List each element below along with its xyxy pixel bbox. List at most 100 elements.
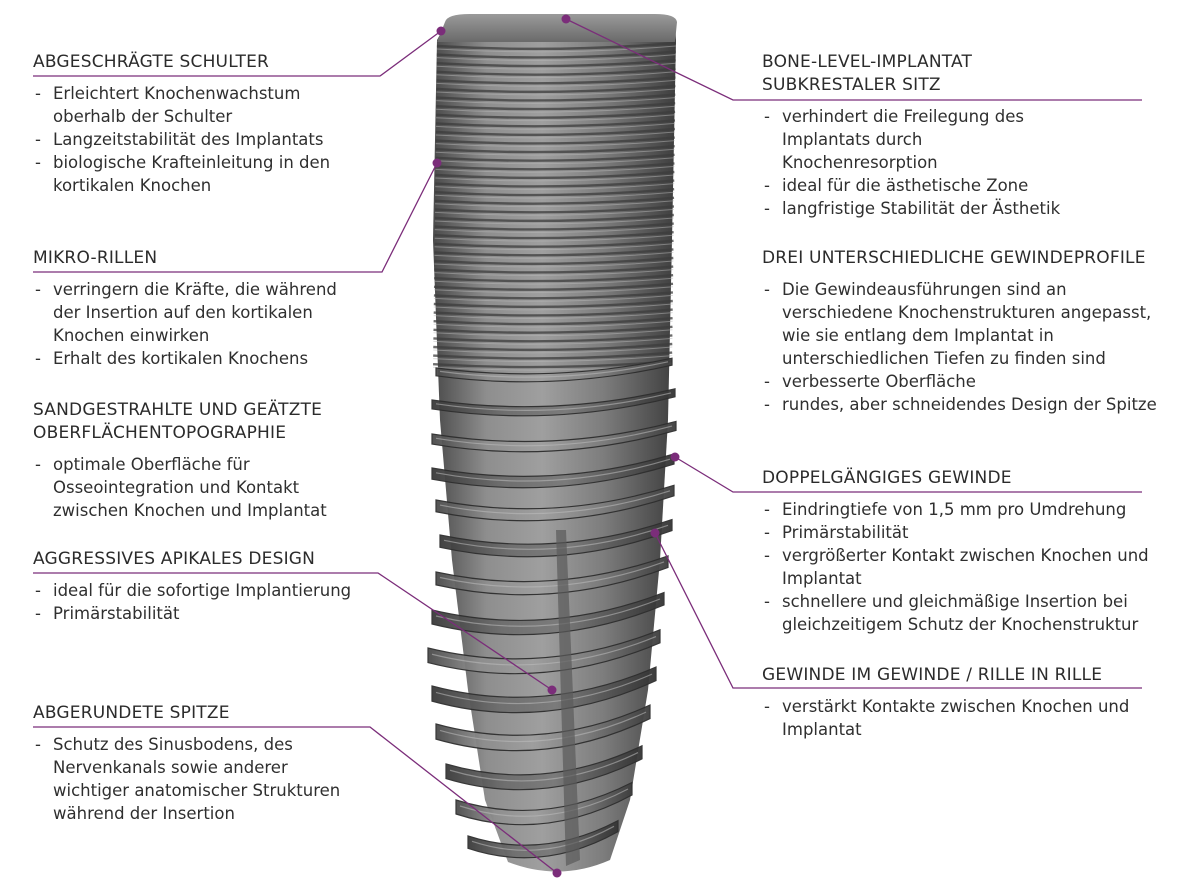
micro-groove-highlight	[433, 329, 673, 337]
callout-heading: DOPPELGÄNGIGES GEWINDE	[762, 468, 1012, 488]
micro-groove-highlight	[435, 191, 675, 199]
thread-highlight	[439, 561, 665, 588]
micro-groove-highlight	[435, 148, 675, 156]
list-item: Schutz des Sinusbodens, des Nervenkanals…	[33, 733, 353, 825]
micro-groove	[436, 76, 676, 85]
micro-groove-highlight	[434, 277, 674, 285]
micro-groove	[434, 248, 674, 257]
micro-groove-highlight	[436, 54, 676, 61]
callout-abgerundete-spitze: ABGERUNDETE SPITZE Schutz des Sinusboden…	[33, 702, 353, 825]
implant-body	[427, 14, 677, 872]
callout-heading: BONE-LEVEL-IMPLANTAT SUBKRESTALER SITZ	[762, 52, 973, 95]
leader-dot	[552, 868, 562, 878]
micro-groove-highlight	[436, 114, 676, 122]
leader-line	[33, 572, 553, 691]
thread-highlight	[471, 825, 615, 851]
micro-groove-highlight	[435, 122, 676, 130]
micro-groove-highlight	[435, 165, 675, 173]
callout-list: optimale Oberfläche für Osseointegration…	[33, 453, 353, 522]
micro-groove-highlight	[433, 337, 673, 345]
leader-line	[565, 18, 1142, 101]
leader-dot	[650, 528, 660, 538]
micro-groove-highlight	[433, 320, 673, 328]
micro-grooves	[432, 41, 677, 371]
micro-groove-highlight	[433, 346, 673, 354]
callout-abgeschraegte-schulter: ABGESCHRÄGTE SCHULTER Erleichtert Knoche…	[33, 51, 373, 197]
thread-highlight	[435, 425, 673, 447]
thread-flank	[431, 666, 657, 714]
micro-groove	[433, 351, 673, 360]
micro-groove-highlight	[434, 226, 674, 233]
callout-list: Die Gewindeausführungen sind an verschie…	[762, 278, 1162, 416]
list-item: vergrößerter Kontakt zwischen Knochen un…	[762, 544, 1162, 590]
micro-groove-highlight	[434, 234, 674, 242]
micro-groove-highlight	[433, 312, 673, 319]
micro-groove	[433, 325, 673, 334]
list-item: Die Gewindeausführungen sind an verschie…	[762, 278, 1162, 370]
list-item: Primärstabilität	[33, 602, 353, 625]
callout-aggressives-apikales-design: AGGRESSIVES APIKALES DESIGN ideal für di…	[33, 548, 353, 625]
micro-groove	[434, 239, 674, 248]
micro-groove	[435, 170, 675, 180]
list-item: rundes, aber schneidendes Design der Spi…	[762, 393, 1162, 416]
micro-groove-highlight	[433, 286, 674, 294]
list-item: Primärstabilität	[762, 521, 1162, 544]
list-item: verhindert die Freilegung des Implantats…	[762, 105, 1062, 174]
callout-list: Eindringtiefe von 1,5 mm pro Umdrehung P…	[762, 498, 1162, 636]
micro-groove	[434, 213, 674, 223]
thread-highlight	[431, 636, 657, 666]
leader-dot	[547, 685, 557, 695]
list-item: Erleichtert Knochenwachstum oberhalb der…	[33, 82, 373, 128]
callout-oberflaechentopographie: SANDGESTRAHLTE UND GEÄTZTE OBERFLÄCHENTO…	[33, 399, 353, 522]
micro-groove-highlight	[435, 200, 675, 208]
thread-highlight	[439, 490, 671, 515]
list-item: verbesserte Oberfläche	[762, 370, 1162, 393]
callout-drei-gewindeprofile: DREI UNTERSCHIEDLICHE GEWINDEPROFILE Die…	[762, 247, 1162, 416]
callout-list: verhindert die Freilegung des Implantats…	[762, 105, 1062, 220]
micro-groove-highlight	[434, 217, 674, 225]
callout-list: Schutz des Sinusbodens, des Nervenkanals…	[33, 733, 353, 825]
callout-heading: DREI UNTERSCHIEDLICHE GEWINDEPROFILE	[762, 248, 1146, 268]
micro-groove-highlight	[436, 79, 676, 87]
micro-groove	[435, 119, 676, 128]
micro-groove-highlight	[434, 269, 674, 276]
micro-groove	[433, 334, 673, 343]
micro-groove	[435, 188, 675, 197]
list-item: schnellere und gleichmäßige Insertion be…	[762, 590, 1162, 636]
micro-groove-highlight	[434, 208, 674, 216]
thread-highlight	[435, 392, 672, 412]
leader-lines	[33, 14, 1142, 878]
implant-shoulder	[437, 14, 677, 42]
thread-highlight	[435, 458, 671, 482]
thread-flank	[431, 591, 665, 636]
thread-flank	[435, 484, 675, 522]
callout-heading: SANDGESTRAHLTE UND GEÄTZTE OBERFLÄCHENTO…	[33, 400, 323, 443]
micro-groove	[434, 222, 674, 231]
micro-groove	[435, 136, 675, 145]
micro-groove	[436, 84, 676, 94]
micro-groove-highlight	[436, 88, 676, 96]
list-item: optimale Oberfläche für Osseointegration…	[33, 453, 353, 522]
micro-groove	[435, 145, 675, 154]
micro-groove	[435, 162, 675, 171]
callout-heading: ABGESCHRÄGTE SCHULTER	[33, 52, 270, 72]
list-item: ideal für die sofortige Implantierung	[33, 579, 353, 602]
callout-list: ideal für die sofortige Implantierung Pr…	[33, 579, 353, 625]
callout-heading: MIKRO-RILLEN	[33, 248, 158, 268]
leader-line	[33, 162, 438, 273]
callout-bone-level-implantat: BONE-LEVEL-IMPLANTAT SUBKRESTALER SITZ v…	[762, 51, 1062, 220]
leader-dot	[432, 158, 442, 168]
list-item: ideal für die ästhetische Zone	[762, 174, 1062, 197]
micro-groove-highlight	[434, 243, 674, 251]
micro-groove	[436, 110, 676, 119]
micro-groove-highlight	[436, 105, 676, 113]
thread-highlight	[459, 788, 629, 817]
leader-line	[33, 30, 442, 77]
micro-groove	[433, 282, 674, 291]
micro-groove	[433, 342, 673, 352]
micro-groove	[434, 196, 675, 205]
thread-flank	[445, 744, 643, 791]
micro-groove	[436, 67, 676, 76]
leader-line	[33, 726, 558, 874]
